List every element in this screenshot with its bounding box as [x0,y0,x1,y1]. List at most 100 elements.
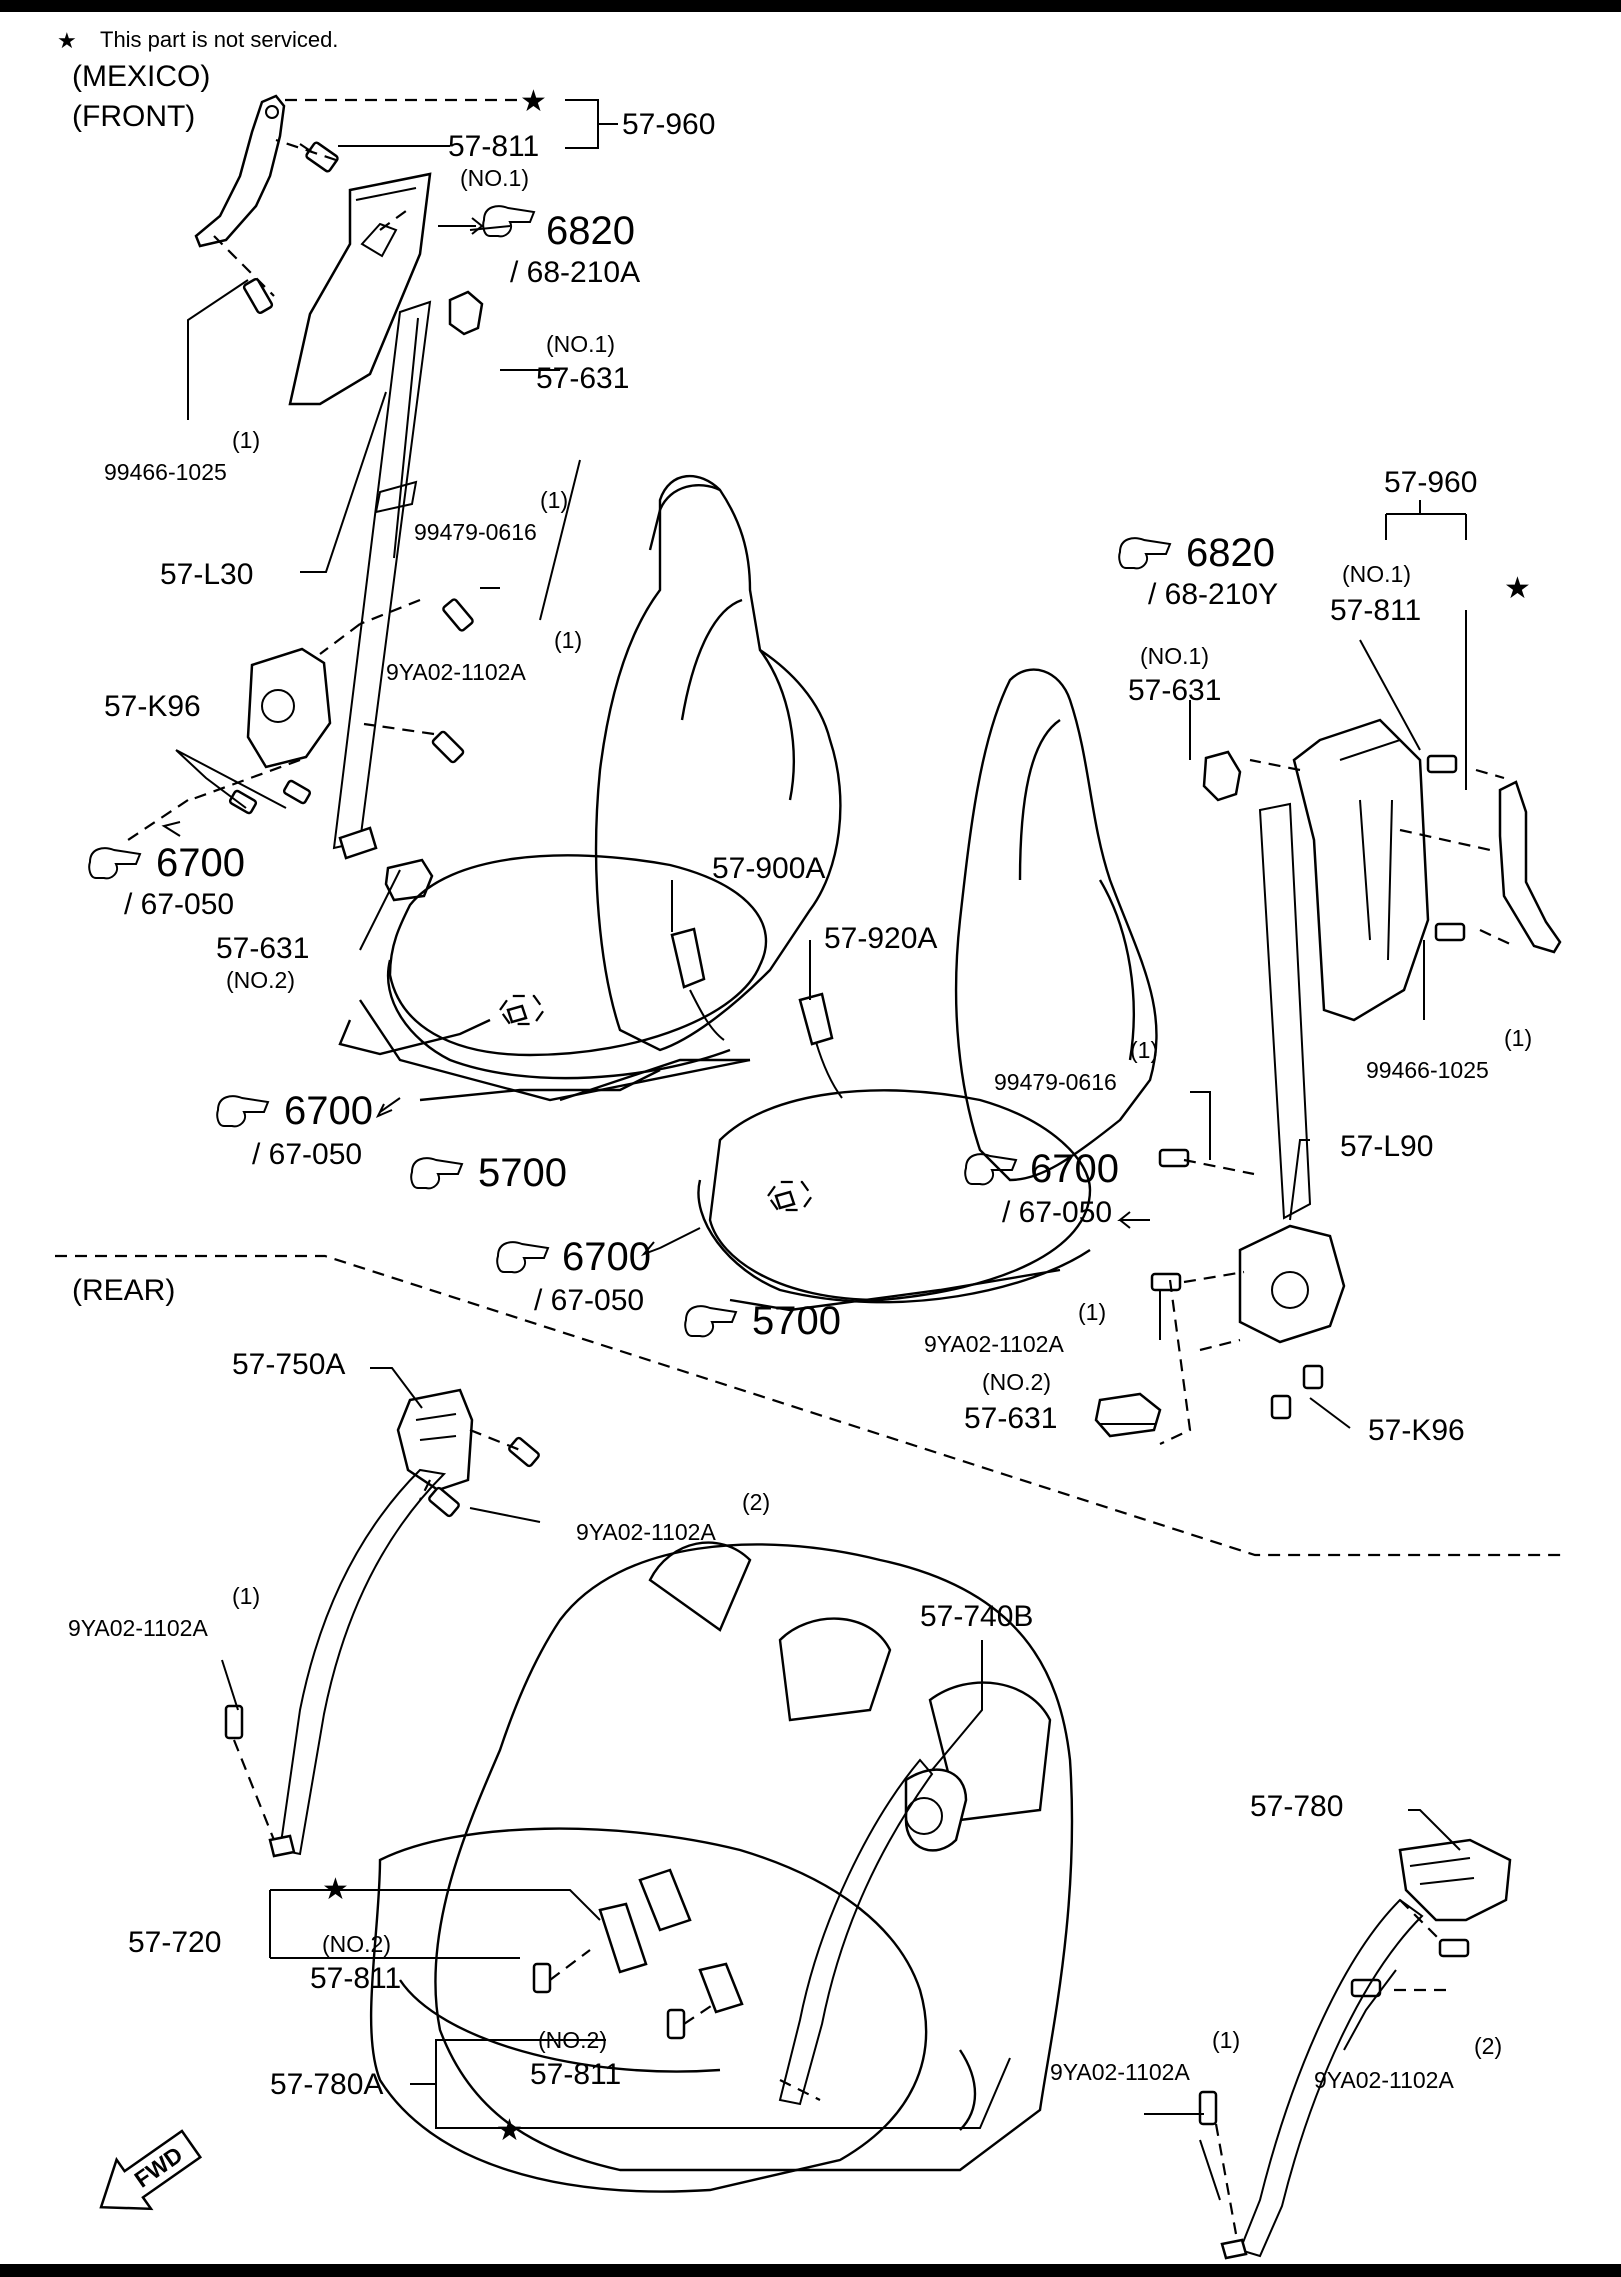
label-57-780a: 57-780A [270,2068,383,2101]
front-seat-left [338,475,842,1102]
label-q2-b: (2) [1474,2033,1502,2059]
label-q1-h: (1) [1212,2027,1240,2053]
label-57-960-b: 57-960 [1384,466,1477,499]
pointing-hand-icon [684,1305,738,1338]
svg-text:6820: 6820 [1186,531,1275,575]
pointing-hand-icon [216,1095,270,1128]
ref-6700-d[interactable]: 6700 [964,1147,1119,1191]
ref-6700-c[interactable]: 6700 [496,1235,651,1279]
part-labels: 57-960 57-811 (NO.1) (NO.1) 57-631 (1) 9… [68,108,1532,2101]
bolt-57-k96-a [228,789,258,815]
bolt-9ya02-rear-a [508,1436,540,1468]
shoulder-adjuster-bracket [194,94,286,248]
label-57-k96-b: 57-K96 [1368,1414,1465,1447]
bolt-99466-1025-left [242,277,274,315]
rear-left-webbing [278,1468,447,1856]
pointing-hand-icon [410,1157,464,1190]
sensor-5700-left [506,1004,528,1024]
note-text: This part is not serviced. [100,27,338,52]
bolt-9ya02-rear-f [1198,2090,1218,2126]
label-no1-d: (NO.1) [1140,643,1209,669]
svg-text:6820: 6820 [546,209,635,253]
label-9ya02-f: 9YA02-1102A [1314,2067,1454,2093]
bottom-border [0,2264,1621,2277]
star-marker-3: ★ [322,1873,349,1906]
pointing-hand-icon [88,847,142,880]
label-q1-c: (1) [554,627,582,653]
bolt-9ya02-rear-e [1350,1978,1382,1998]
clip-57-631-no1-right [1202,750,1242,802]
rear-seat [369,1541,1074,2193]
label-57-900a: 57-900A [712,852,825,885]
label-99479-0616-a: 99479-0616 [414,519,537,545]
label-9ya02-a: 9YA02-1102A [386,659,526,685]
label-no1-b: (NO.1) [546,331,615,357]
ref-5700-b[interactable]: 5700 [684,1299,841,1343]
bolt-99466-1025-right [1434,922,1466,942]
top-border [0,0,1621,12]
shoulder-adjuster-bracket-right [1498,780,1562,954]
svg-text:6700: 6700 [1030,1147,1119,1191]
note-star: ★ [57,28,77,53]
label-q1-a: (1) [232,427,260,453]
rear-right-belt-assembly [1198,1838,1512,2260]
label-q1-e: (1) [1130,1037,1158,1063]
label-9ya02-b: 9YA02-1102A [924,1331,1064,1357]
bolt-9ya02-right [1150,1272,1182,1292]
arrow-icon [375,1097,401,1118]
ref-6820-b[interactable]: 6820 [1118,531,1275,575]
bolt-9ya02-rear-c [224,1704,244,1740]
bolt-9ya02-left [431,730,465,764]
rear-center-belt-assembly [532,1758,968,2106]
buckle-57-720 [598,1902,648,1974]
ref-68-210a: / 68-210A [510,256,640,289]
bracket-hole [265,105,279,119]
label-57-811-a: 57-811 [448,130,539,163]
ref-67-050-d: / 67-050 [1002,1196,1112,1229]
star-marker-2: ★ [1504,572,1531,605]
label-9ya02-d: 9YA02-1102A [68,1615,208,1641]
ref-6700-a[interactable]: 6700 [88,841,245,885]
ref-67-050-b: / 67-050 [252,1138,362,1171]
bolt-57-811-rear-no2-b [666,2008,686,2040]
bolt-9ya02-rear-b [428,1486,460,1518]
label-no2-d: (NO.2) [538,2027,607,2053]
arrow-icon [1117,1211,1150,1229]
label-no1-a: (NO.1) [460,165,529,191]
ref-6700-b[interactable]: 6700 [216,1089,373,1133]
star-marker-1: ★ [520,85,547,118]
rear-right-lower-anchor [1220,2238,1248,2260]
section-mexico: (MEXICO) [72,60,210,93]
ref-6820-a[interactable]: 6820 [482,205,635,253]
front-rear-divider [55,1254,1565,1557]
label-57-960-a: 57-960 [622,108,715,141]
label-57-811-b: 57-811 [1330,594,1421,627]
bolt-99479-0616-left [442,598,474,632]
bolt-57-811-left [299,141,339,173]
label-57-l90: 57-L90 [1340,1130,1433,1163]
label-no2-b: (NO.2) [982,1369,1051,1395]
buckle-57-920a [798,992,834,1046]
rear-left-belt-assembly [224,1388,540,1858]
clip-57-631-no2-left [384,858,434,902]
svg-text:6700: 6700 [284,1089,373,1133]
rear-right-webbing [1238,1898,1424,2258]
label-57-631-a: 57-631 [536,362,629,395]
label-q1-f: (1) [1078,1299,1106,1325]
label-q1-g: (1) [232,1583,260,1609]
ref-5700-a[interactable]: 5700 [410,1151,567,1195]
rear-left-upper-bracket-57-750a [396,1388,474,1492]
label-57-631-c: 57-631 [1128,674,1221,707]
label-57-631-b: 57-631 [216,932,309,965]
svg-text:5700: 5700 [478,1151,567,1195]
label-57-631-d: 57-631 [964,1402,1057,1435]
arrow-icon [640,1227,701,1257]
front-left-belt-assembly [127,94,520,902]
retractor-57-k96-right [1238,1224,1346,1344]
label-57-920a: 57-920A [824,922,937,955]
leader-lines [175,99,1467,2201]
bolt-57-k96-d [1270,1394,1292,1420]
pointing-hand-icon [964,1153,1018,1186]
